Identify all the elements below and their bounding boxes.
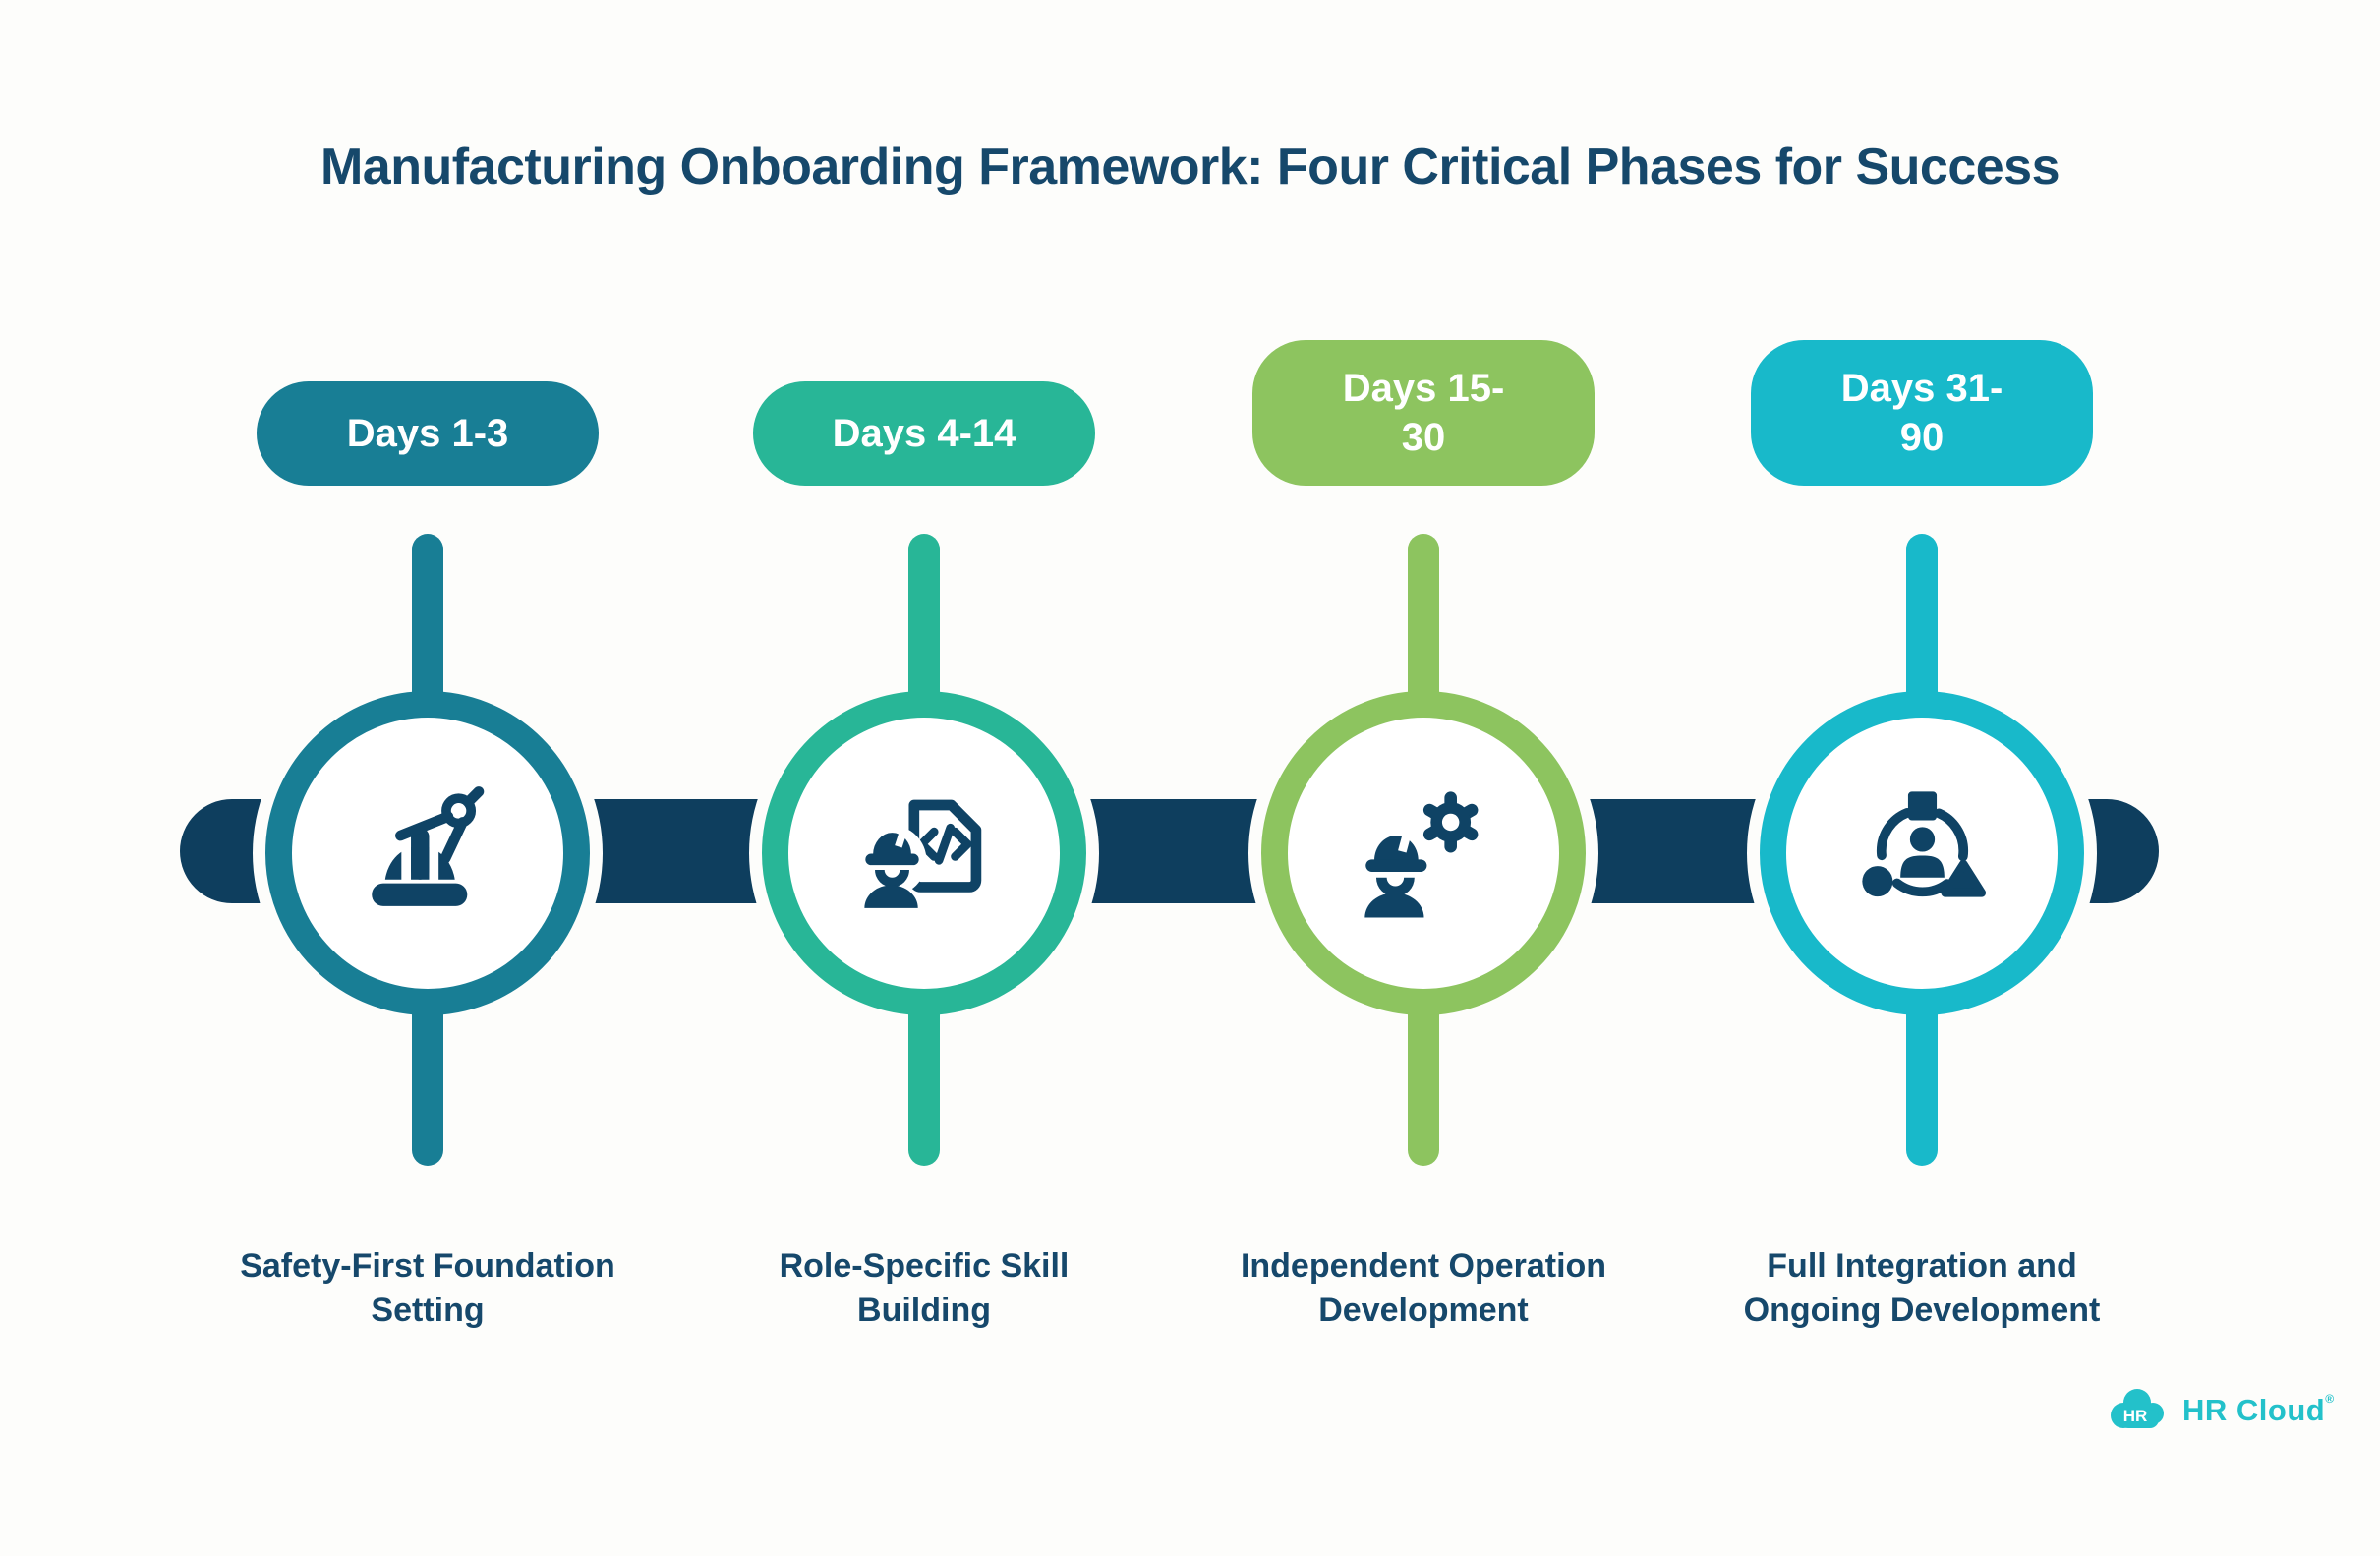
phase-badge-label: Days 1-3 — [346, 412, 509, 455]
phase-badge-label: Days 4-14 — [832, 412, 1016, 455]
timeline-stem-top — [1906, 534, 1938, 705]
hr-cloud-icon: HR — [2111, 1389, 2164, 1428]
brand-name: HR Cloud® — [2182, 1391, 2335, 1427]
phase-badge: Days 31- 90 — [1751, 340, 2093, 486]
timeline-stem-bottom — [1906, 1001, 1938, 1166]
phase-badge-label: Days 15- 30 — [1342, 367, 1505, 459]
phase-badge: Days 15- 30 — [1252, 340, 1595, 486]
timeline-stem-top — [908, 534, 940, 705]
phase-label: Independent Operation Development — [1240, 1247, 1607, 1329]
svg-text:HR: HR — [2123, 1407, 2148, 1425]
registered-mark: ® — [2325, 1391, 2335, 1406]
page-title: Manufacturing Onboarding Framework: Four… — [319, 139, 2061, 196]
timeline-stem-bottom — [908, 1001, 940, 1166]
phase-label: Role-Specific Skill Building — [779, 1247, 1070, 1329]
timeline-stem-bottom — [412, 1001, 443, 1166]
timeline-bar — [180, 799, 2159, 903]
phase-badge-label: Days 31- 90 — [1840, 367, 2003, 459]
hr-cloud-logo: HR HR Cloud® — [2106, 1386, 2335, 1433]
timeline-stem-top — [412, 534, 443, 705]
phase-badge: Days 4-14 — [753, 381, 1095, 486]
timeline-stem-bottom — [1408, 1001, 1439, 1166]
timeline-stem-top — [1408, 534, 1439, 705]
phase-label: Safety-First Foundation Setting — [240, 1247, 615, 1329]
phase-badge: Days 1-3 — [257, 381, 599, 486]
phase-label: Full Integration and Ongoing Development — [1743, 1247, 2101, 1329]
